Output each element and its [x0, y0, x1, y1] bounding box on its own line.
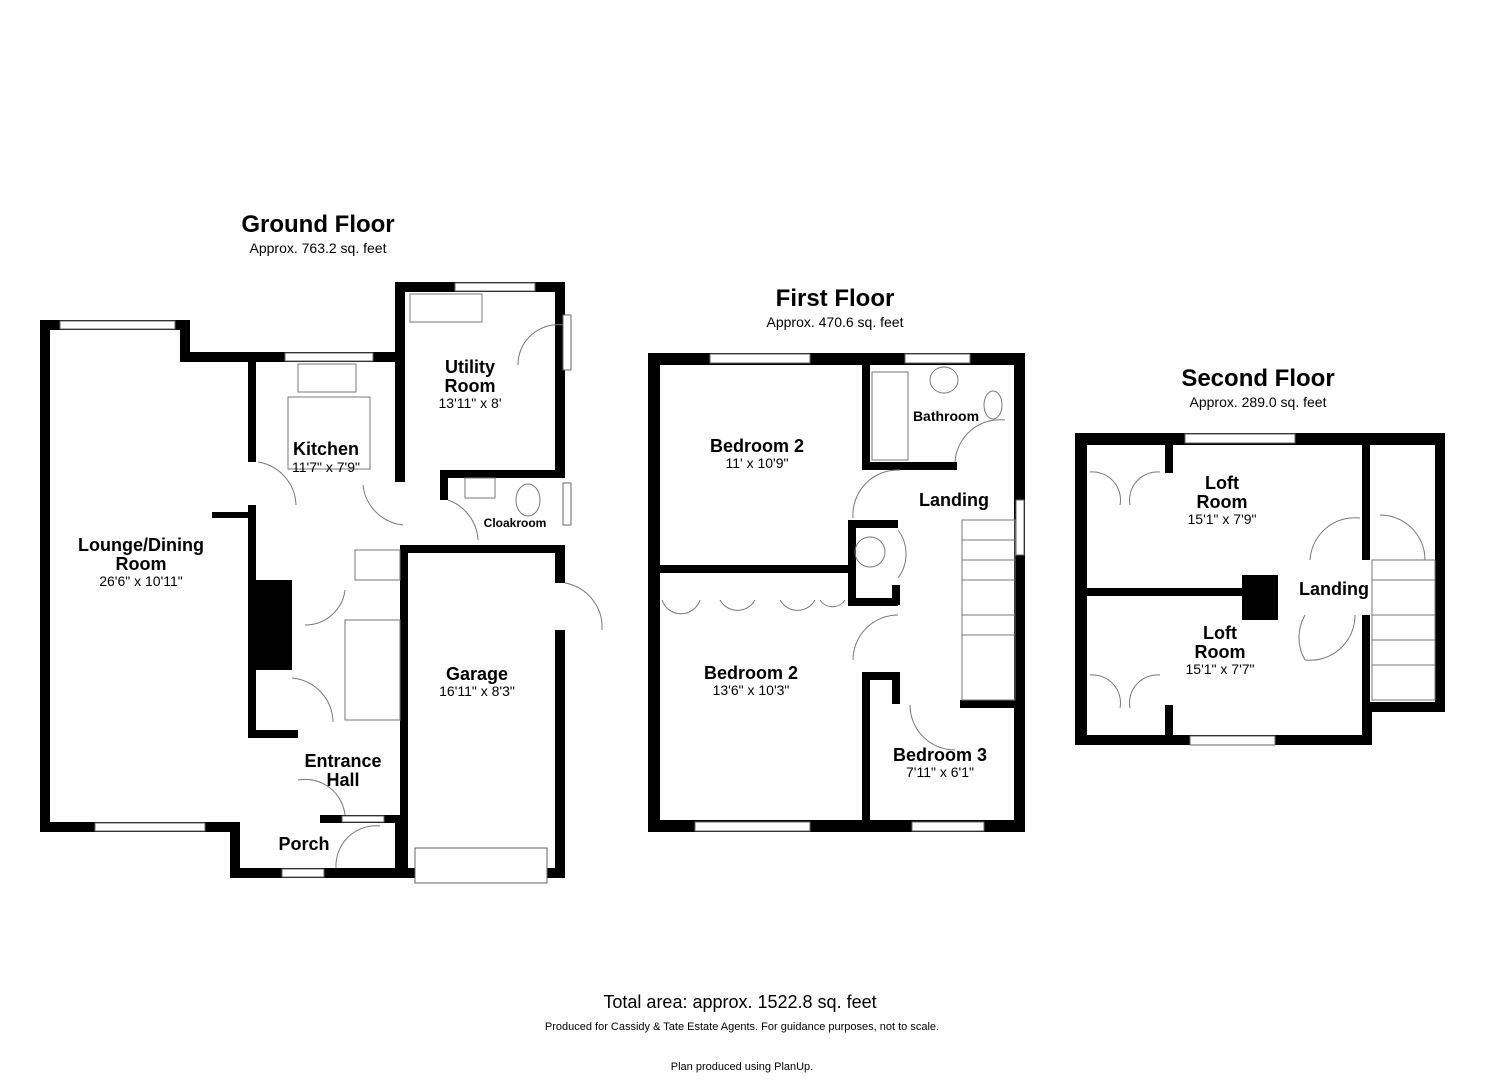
room-cloakroom-name: Cloakroom: [484, 516, 547, 530]
room-loft1-name2: Room: [1197, 492, 1248, 512]
ground-floor: Ground Floor Approx. 763.2 sq. feet: [40, 211, 603, 884]
planup-note: Plan produced using PlanUp.: [671, 1061, 813, 1073]
first-floor: First Floor Approx. 470.6 sq. feet: [648, 285, 1025, 832]
room-utility-dims: 13'11" x 8': [439, 395, 502, 411]
room-kitchen-dims: 11'7" x 7'9": [292, 459, 360, 475]
room-utility-name2: Room: [445, 376, 496, 396]
room-entrance-name2: Hall: [326, 770, 359, 790]
room-loft1-name: Loft: [1205, 473, 1239, 493]
second-floor-title: Second Floor: [1181, 365, 1334, 392]
room-garage-name: Garage: [446, 664, 508, 684]
room-bedroom3-dims: 7'11" x 6'1": [906, 764, 974, 780]
room-bedroom2a-name: Bedroom 2: [710, 436, 804, 456]
room-utility-name: Utility: [445, 357, 495, 377]
room-garage-dims: 16'11" x 8'3": [439, 683, 515, 699]
room-bedroom3-name: Bedroom 3: [893, 745, 987, 765]
first-floor-title: First Floor: [776, 285, 895, 312]
room-loft2-name2: Room: [1195, 642, 1246, 662]
second-floor: Second Floor Approx. 289.0 sq. feet Loft…: [1075, 365, 1445, 746]
room-loft1-dims: 15'1" x 7'9": [1188, 511, 1257, 527]
room-loft2-dims: 15'1" x 7'7": [1186, 661, 1255, 677]
room-kitchen-name: Kitchen: [293, 439, 359, 459]
produced-note: Produced for Cassidy & Tate Estate Agent…: [545, 1021, 939, 1033]
second-floor-area: Approx. 289.0 sq. feet: [1190, 394, 1327, 410]
first-floor-area: Approx. 470.6 sq. feet: [767, 314, 904, 330]
room-bedroom2b-dims: 13'6" x 10'3": [713, 682, 790, 698]
room-landing2-name: Landing: [1299, 579, 1369, 599]
room-lounge-dims: 26'6" x 10'11": [99, 573, 183, 589]
room-loft2-name: Loft: [1203, 623, 1237, 643]
room-lounge-name: Lounge/Dining: [78, 535, 204, 555]
ground-floor-title: Ground Floor: [241, 211, 394, 238]
room-lounge-name2: Room: [116, 554, 167, 574]
room-entrance-name: Entrance: [304, 751, 381, 771]
ground-floor-area: Approx. 763.2 sq. feet: [250, 240, 387, 256]
room-porch-name: Porch: [278, 834, 329, 854]
room-bedroom2b-name: Bedroom 2: [704, 663, 798, 683]
room-bedroom2a-dims: 11' x 10'9": [726, 455, 789, 471]
room-bathroom-name: Bathroom: [913, 408, 979, 424]
room-landing-name: Landing: [919, 490, 989, 510]
total-area: Total area: approx. 1522.8 sq. feet: [603, 992, 876, 1012]
